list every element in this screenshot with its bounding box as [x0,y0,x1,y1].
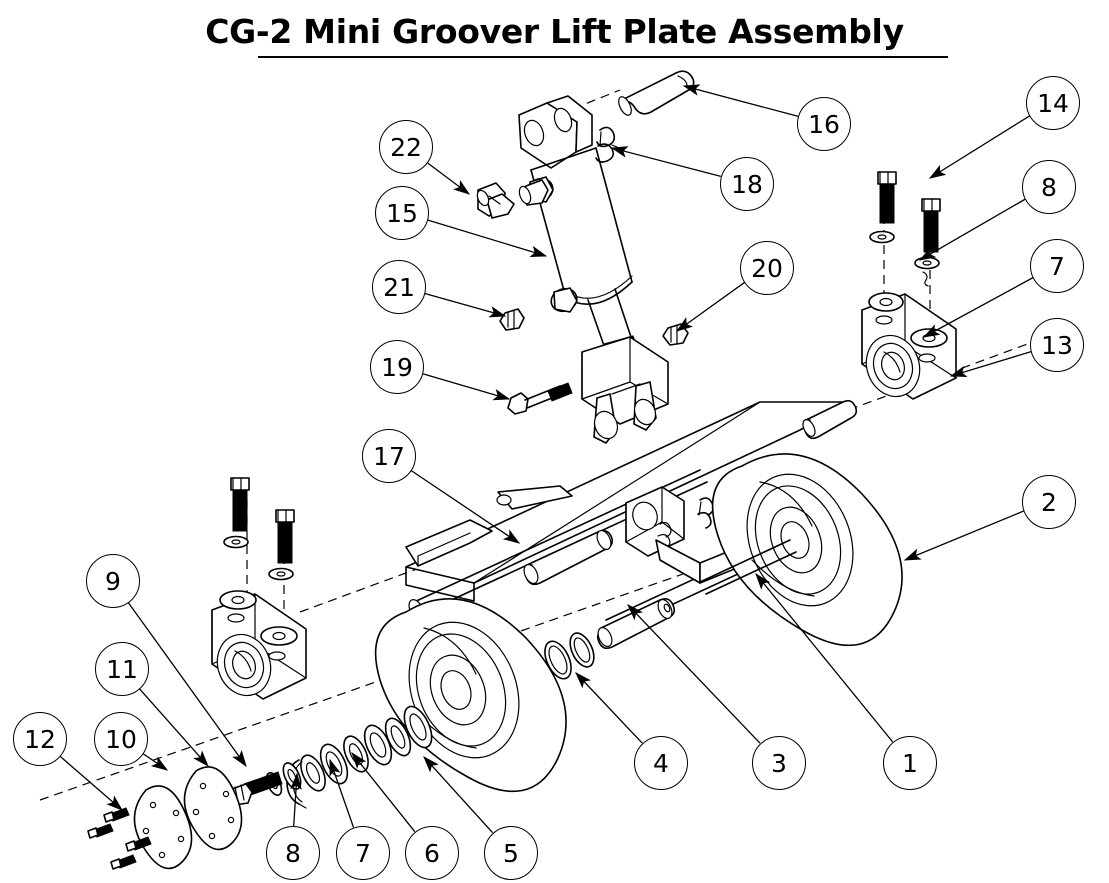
page-title: CG-2 Mini Groover Lift Plate Assembly [205,12,904,51]
pillow-block-bearing-left [211,590,307,700]
leader-line-7b [922,276,1034,338]
callout-balloon-12[interactable]: 12 [13,712,67,766]
callout-balloon-11[interactable]: 11 [95,642,149,696]
callout-balloon-14[interactable]: 14 [1026,76,1080,130]
callout-balloon-8[interactable]: 8 [266,826,320,880]
callout-balloon-5[interactable]: 5 [484,826,538,880]
cylinder-bushing-upper [518,179,549,206]
machine-screws [87,807,152,870]
leader-line-15 [425,218,548,258]
leader-line-18 [610,146,721,178]
hex-nut-20 [662,323,689,346]
leader-line-12 [58,754,123,811]
leader-line-1 [755,572,894,743]
callout-balloon-10[interactable]: 10 [94,712,148,766]
callout-balloon-13[interactable]: 13 [1030,318,1084,372]
callout-balloon-8b[interactable]: 8 [1022,160,1076,214]
hex-bolt-right-b [914,198,941,287]
leader-line-14 [928,115,1031,179]
callout-balloon-15[interactable]: 15 [375,186,429,240]
callout-balloon-4[interactable]: 4 [634,736,688,790]
callout-balloon-7[interactable]: 7 [336,826,390,880]
leader-line-8 [290,772,302,827]
callout-balloon-7b[interactable]: 7 [1030,239,1084,293]
callout-balloon-20[interactable]: 20 [740,241,794,295]
leader-line-13 [949,350,1032,378]
callout-balloon-6[interactable]: 6 [405,826,459,880]
leader-line-17 [409,468,521,544]
hex-bolt-19 [507,382,573,415]
callout-balloon-19[interactable]: 19 [370,340,424,394]
leader-line-20 [675,281,746,332]
leader-line-11 [137,686,209,767]
callout-balloon-3[interactable]: 3 [752,736,806,790]
cylinder-clevis-pin [618,70,695,116]
drive-wheel-right [699,453,903,647]
elbow-fitting [476,182,515,219]
callout-balloon-22[interactable]: 22 [379,120,433,174]
leader-line-9 [126,600,247,768]
callout-balloon-21[interactable]: 21 [372,260,426,314]
leader-line-7 [329,758,355,828]
bearing-stack [286,705,433,809]
leader-line-8b [918,198,1026,261]
leader-line-21 [422,292,507,318]
drive-wheel-left [374,598,567,793]
axle-shaft-left [544,598,675,680]
hex-bolt-left-b [268,509,295,581]
hex-bolt-right-a [869,171,897,244]
leader-line-3 [627,604,761,744]
callout-balloon-16[interactable]: 16 [797,97,851,151]
leader-line-4 [575,672,643,744]
hydraulic-cylinder [518,95,669,444]
callout-balloon-2[interactable]: 2 [1022,475,1076,529]
hex-bolt-left-a [223,477,250,549]
title-underline [258,56,948,58]
callout-balloon-1[interactable]: 1 [883,736,937,790]
callout-balloon-17[interactable]: 17 [362,429,416,483]
pillow-block-bearing-right [861,292,957,400]
leader-line-2 [903,510,1025,561]
callout-balloon-18[interactable]: 18 [720,157,774,211]
leader-line-19 [420,372,511,401]
hex-nut-21 [499,308,525,331]
hair-pin-cotter-top [595,126,625,163]
leader-line-10 [141,752,169,771]
callout-leader-lines [58,84,1034,834]
leader-line-16 [682,84,799,117]
diagram-title-wrap: CG-2 Mini Groover Lift Plate Assembly [0,14,1109,50]
leader-line-22 [425,161,471,195]
callout-balloon-9[interactable]: 9 [86,554,140,608]
leader-line-5 [423,756,494,834]
hub-cover-plates [133,766,243,870]
leader-line-6 [351,751,416,833]
